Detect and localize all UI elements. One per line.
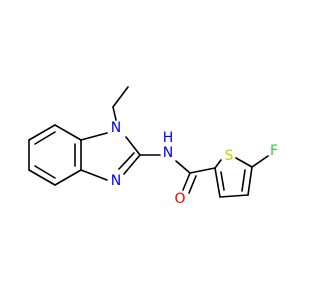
bond-c2-n3 (123, 154, 141, 175)
atom-f: F (270, 143, 278, 159)
bond-c-o (182, 172, 191, 191)
atom-h: H (163, 130, 174, 146)
bond-n3-c3a (80, 169, 108, 181)
bond-c5t-c4t (247, 166, 253, 196)
bond-c5-c4 (28, 169, 56, 186)
atom-n3: N (111, 173, 121, 189)
bond-layer (28, 86, 269, 198)
bond-c2t-s (214, 159, 222, 169)
bond-s-c5t (235, 157, 253, 168)
bond-c-o-double (188, 175, 197, 194)
atom-s: S (225, 148, 234, 164)
atom-nh: N (163, 145, 173, 161)
atom-n1: N (111, 120, 121, 136)
bond-c7-c6-double (34, 131, 56, 145)
bond-nh-c (175, 160, 191, 174)
atom-o: O (174, 191, 185, 207)
bond-c3t-c2t-double (220, 171, 225, 191)
bond-n1-c7a (80, 132, 108, 141)
bond-c4-c3a (54, 169, 82, 186)
bond-c5t-c4t-double (241, 169, 246, 192)
bond-c7-c6 (28, 124, 56, 141)
bond-ethyl-n (112, 106, 117, 121)
bond-c5-c4-double (34, 165, 56, 179)
bond-c2-n3-double (118, 152, 135, 170)
molecule-diagram: N N N H O S F (28, 86, 278, 207)
structure-canvas: N N N H O S F (28, 86, 278, 207)
bond-c7a-c7 (54, 124, 82, 141)
bond-c-c2t (189, 167, 216, 174)
atom-layer: N N N H O S F (111, 120, 278, 207)
bond-ethyl-ch3 (112, 86, 129, 108)
bond-c3t-c2t (214, 167, 221, 198)
bond-c4t-c3t (219, 194, 249, 198)
bond-n1-c2 (125, 136, 141, 156)
bond-c5t-f (251, 155, 269, 168)
